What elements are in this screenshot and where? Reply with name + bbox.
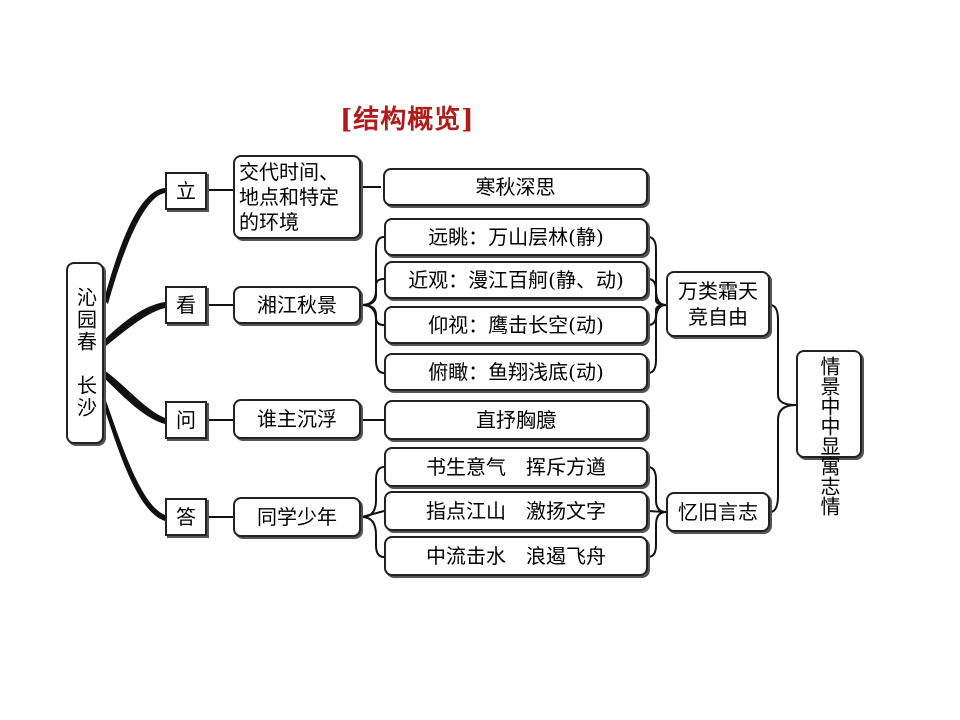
da-detail-1: 书生意气 挥斥方遒 bbox=[384, 447, 648, 487]
kan-detail-2: 近观：漫江百舸(静、动) bbox=[384, 261, 648, 299]
branch-key-wen: 问 bbox=[165, 401, 207, 439]
final-node: 情景中中显寓志情 bbox=[796, 350, 862, 516]
branch-key-li: 立 bbox=[165, 172, 207, 210]
branch-label-kan: 湘江秋景 bbox=[233, 286, 361, 324]
li-detail: 寒秋深思 bbox=[383, 168, 648, 206]
branch-label-li: 交代时间、地点和特定的环境 bbox=[233, 155, 361, 239]
kan-detail-3: 仰视：鹰击长空(动) bbox=[384, 306, 648, 344]
diagram-title: [结构概览] bbox=[340, 105, 475, 135]
kan-summary: 万类霜天竞自由 bbox=[666, 271, 770, 337]
da-detail-3: 中流击水 浪遏飞舟 bbox=[384, 536, 648, 576]
branch-label-wen: 谁主沉浮 bbox=[233, 399, 361, 439]
root-node: 沁园春 长沙 bbox=[66, 262, 104, 444]
kan-detail-4: 俯瞰：鱼翔浅底(动) bbox=[384, 353, 648, 391]
root-label: 沁园春 长沙 bbox=[73, 287, 98, 419]
branch-key-da: 答 bbox=[165, 498, 207, 536]
final-label: 情景中中显寓志情 bbox=[817, 356, 841, 516]
wen-detail: 直抒胸臆 bbox=[384, 400, 648, 440]
branch-key-kan: 看 bbox=[165, 286, 207, 324]
kan-detail-1: 远眺：万山层林(静) bbox=[384, 218, 648, 256]
da-summary: 忆旧言志 bbox=[666, 492, 770, 532]
branch-label-da: 同学少年 bbox=[233, 497, 361, 537]
da-detail-2: 指点江山 激扬文字 bbox=[384, 491, 648, 531]
